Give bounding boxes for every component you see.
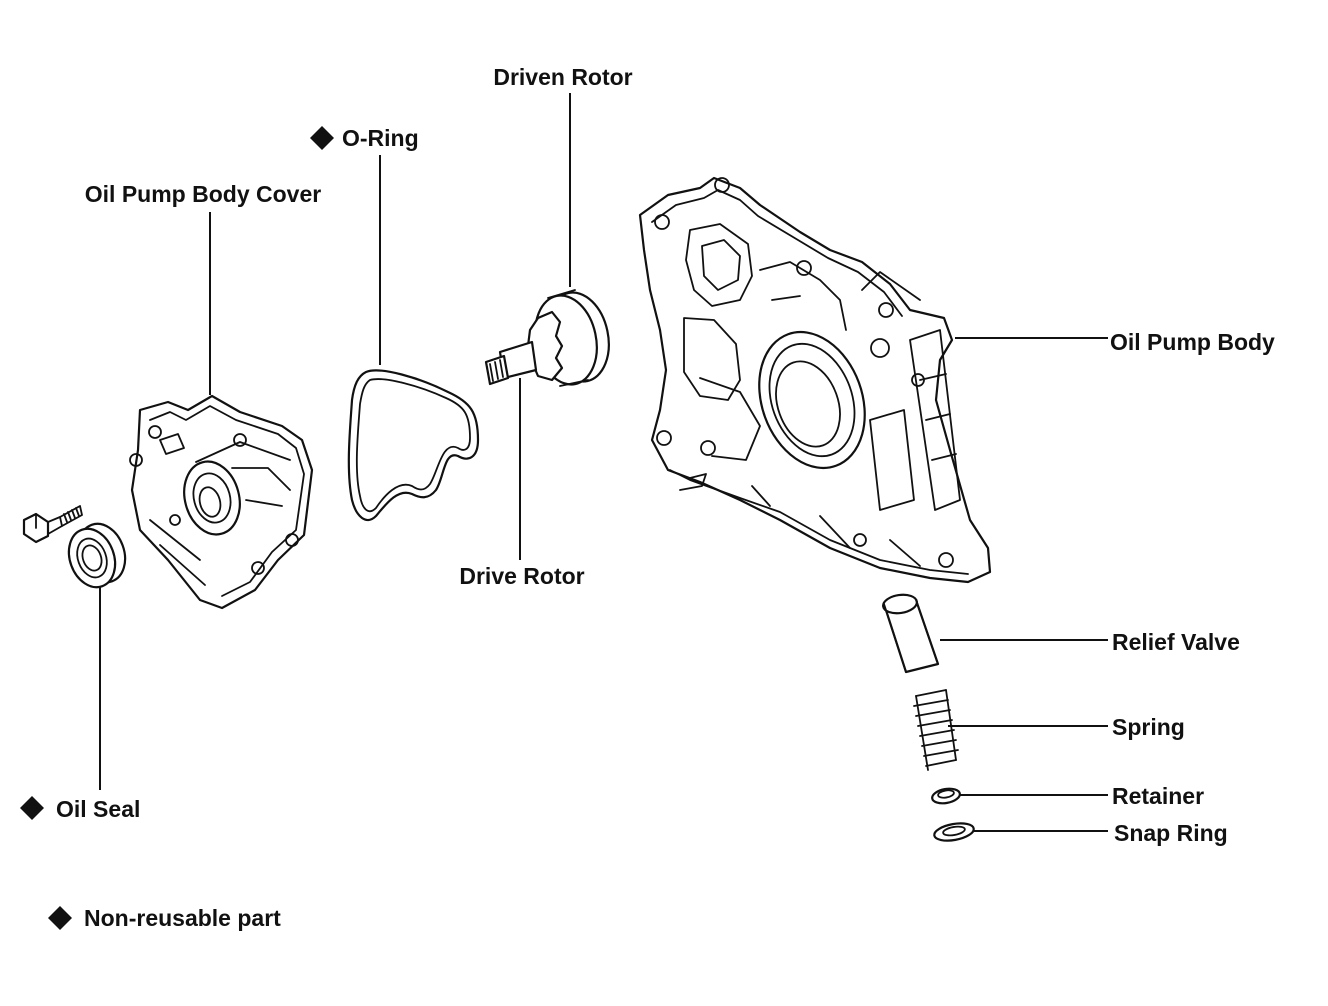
label-oil-pump-body: Oil Pump Body	[1110, 329, 1275, 355]
leader-lines	[99, 93, 1108, 832]
label-retainer: Retainer	[1112, 783, 1204, 809]
label-relief-valve: Relief Valve	[1112, 629, 1240, 655]
label-oil-seal: Oil Seal	[56, 796, 140, 822]
oil-pump-body	[638, 176, 992, 584]
oil-pump-body-cover	[129, 394, 314, 610]
snap-ring	[933, 822, 975, 842]
bolt	[22, 505, 83, 544]
label-spring: Spring	[1112, 714, 1185, 740]
drive-rotor	[484, 310, 564, 386]
label-driven-rotor: Driven Rotor	[493, 64, 632, 90]
o-ring	[347, 369, 480, 522]
legend-text: Non-reusable part	[84, 905, 281, 931]
retainer	[931, 787, 961, 805]
non-reusable-marker-o-ring	[310, 126, 334, 150]
label-drive-rotor: Drive Rotor	[459, 563, 584, 589]
label-oil-pump-body-cover: Oil Pump Body Cover	[85, 181, 321, 207]
relief-valve	[882, 593, 940, 674]
oil-seal	[67, 522, 127, 589]
label-o-ring: O-Ring	[342, 125, 419, 151]
spring	[913, 689, 959, 771]
label-snap-ring: Snap Ring	[1114, 820, 1228, 846]
non-reusable-marker-oil-seal	[20, 796, 44, 820]
legend-diamond-icon	[48, 906, 72, 930]
